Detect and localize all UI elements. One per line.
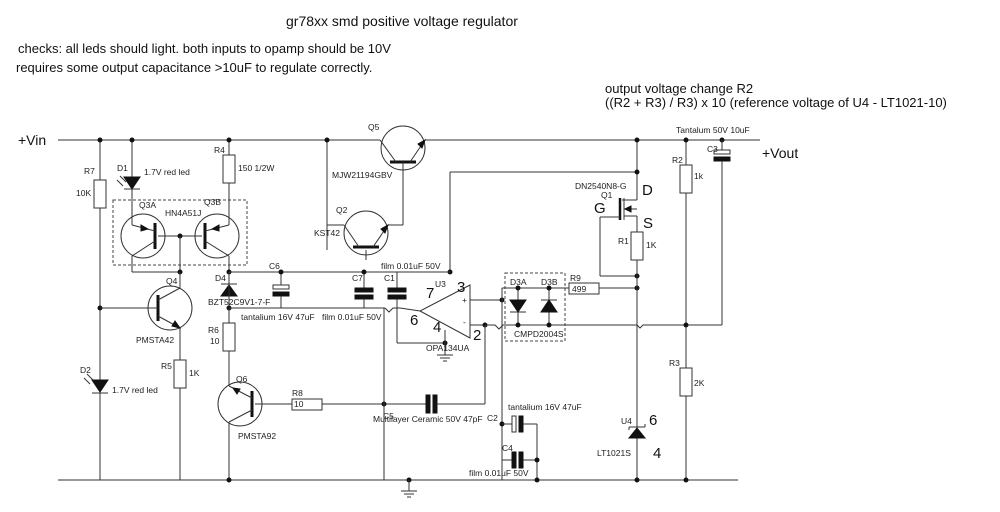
u4-part: LT1021S	[597, 448, 631, 458]
d2-ref: D2	[80, 365, 91, 375]
r2-resistor	[679, 164, 693, 194]
c7-value: film 0.01uF 50V	[322, 312, 382, 322]
c5-capacitor	[425, 394, 431, 414]
c1-value: film 0.01uF 50V	[381, 261, 441, 271]
c6-ref: C6	[269, 261, 280, 271]
note-formula: ((R2 + R3) / R3) x 10 (reference voltage…	[605, 95, 947, 110]
d4-ref: D4	[215, 273, 226, 283]
r7-resistor	[93, 179, 107, 209]
c4-ref: C4	[502, 443, 513, 453]
q2-part: KST42	[314, 228, 340, 238]
d1-value: 1.7V red led	[144, 167, 190, 177]
d3-package-outline	[504, 272, 566, 342]
c3-capacitor	[713, 149, 731, 155]
c3-ref: C3	[707, 144, 718, 154]
d1-led-icon	[123, 176, 141, 190]
u3-pin3: 3	[457, 279, 466, 296]
c3-value: Tantalum 50V 10uF	[676, 125, 750, 135]
q4-ref: Q4	[166, 276, 178, 286]
d2-value: 1.7V red led	[112, 385, 158, 395]
note-requirement: requires some output capacitance >10uF t…	[16, 60, 373, 75]
r6-value: 10	[210, 336, 220, 346]
u3-pin7: 7	[426, 285, 435, 302]
q4-part: PMSTA42	[136, 335, 175, 345]
r8-value: 10	[294, 399, 304, 409]
c4-value: film 0.01uF 50V	[469, 468, 529, 478]
u3-pin6: 6	[410, 312, 419, 329]
c2-value: tantalium 16V 47uF	[508, 402, 582, 412]
r6-ref: R6	[208, 325, 219, 335]
c7-capacitor	[354, 287, 374, 293]
r5-value: 1K	[189, 368, 200, 378]
r5-ref: R5	[161, 361, 172, 371]
note-checks: checks: all leds should light. both inpu…	[18, 41, 391, 56]
r4-ref: R4	[214, 145, 225, 155]
q3-part: HN4A51J	[165, 208, 202, 218]
r4-value: 150 1/2W	[238, 163, 275, 173]
d3a-ref: D3A	[510, 277, 527, 287]
d1-ref: D1	[117, 163, 128, 173]
c2-ref: C2	[487, 413, 498, 423]
r2-ref: R2	[672, 155, 683, 165]
u4-reference-icon	[627, 427, 647, 439]
q2-ref: Q2	[336, 205, 348, 215]
r3-ref: R3	[669, 358, 680, 368]
q3b-ref: Q3B	[204, 197, 222, 207]
q1-drain-pin: D	[642, 182, 653, 199]
schematic-title: gr78xx smd positive voltage regulator	[286, 13, 518, 29]
vout-label: +Vout	[762, 145, 799, 161]
u3-part: OPA134UA	[426, 343, 470, 353]
q5-ref: Q5	[368, 122, 380, 132]
c5-ref: C5	[383, 411, 394, 421]
d3b-ref: D3B	[541, 277, 558, 287]
u4-pin6: 6	[649, 412, 658, 429]
c1-ref: C1	[384, 273, 395, 283]
d3a-diode-icon	[509, 299, 527, 313]
r3-resistor	[679, 367, 693, 397]
r7-ref: R7	[84, 166, 95, 176]
c2-capacitor	[511, 415, 517, 433]
r6-resistor	[222, 322, 236, 352]
r5-resistor	[173, 359, 187, 389]
d3b-diode-icon	[540, 299, 558, 313]
q6-part: PMSTA92	[238, 431, 277, 441]
d2-led-icon	[91, 379, 109, 393]
r1-ref: R1	[618, 236, 629, 246]
u3-plus: +	[462, 295, 467, 305]
q1-gate-pin: G	[594, 200, 606, 217]
r8-ref: R8	[292, 388, 303, 398]
r7-value: 10K	[76, 188, 92, 198]
r1-value: 1K	[646, 240, 657, 250]
r4-resistor	[222, 154, 236, 184]
u3-opamp-icon	[418, 284, 471, 339]
u4-pin4: 4	[653, 445, 662, 462]
q5-part: MJW21194GBV	[332, 170, 393, 180]
q6-ref: Q6	[236, 374, 248, 384]
c1-capacitor	[387, 287, 407, 293]
note-output-change: output voltage change R2	[605, 81, 754, 96]
q1-source-pin: S	[643, 215, 654, 232]
d4-part: BZT52C9V1-7-F	[208, 297, 271, 307]
u3-pin2: 2	[473, 327, 482, 344]
r9-ref: R9	[570, 273, 581, 283]
c4-capacitor	[511, 451, 517, 469]
u4-ref: U4	[621, 416, 632, 426]
q1-ref: Q1	[601, 190, 613, 200]
u3-minus: -	[463, 317, 466, 327]
q3a-ref: Q3A	[139, 200, 157, 210]
c7-ref: C7	[352, 273, 363, 283]
r1-resistor	[630, 231, 644, 261]
r2-value: 1k	[694, 171, 703, 181]
q1-part: DN2540N8-G	[575, 181, 627, 191]
u3-ref: U3	[435, 279, 446, 289]
c6-capacitor	[272, 284, 290, 290]
r9-value: 499	[572, 284, 587, 294]
c6-value: tantalium 16V 47uF	[241, 312, 315, 322]
d3-part: CMPD2004S	[514, 329, 564, 339]
c5-value: Multilayer Ceramic 50V 47pF	[373, 414, 483, 424]
vin-label: +Vin	[18, 132, 47, 148]
r3-value: 2K	[694, 378, 705, 388]
u3-pin4: 4	[433, 319, 442, 336]
